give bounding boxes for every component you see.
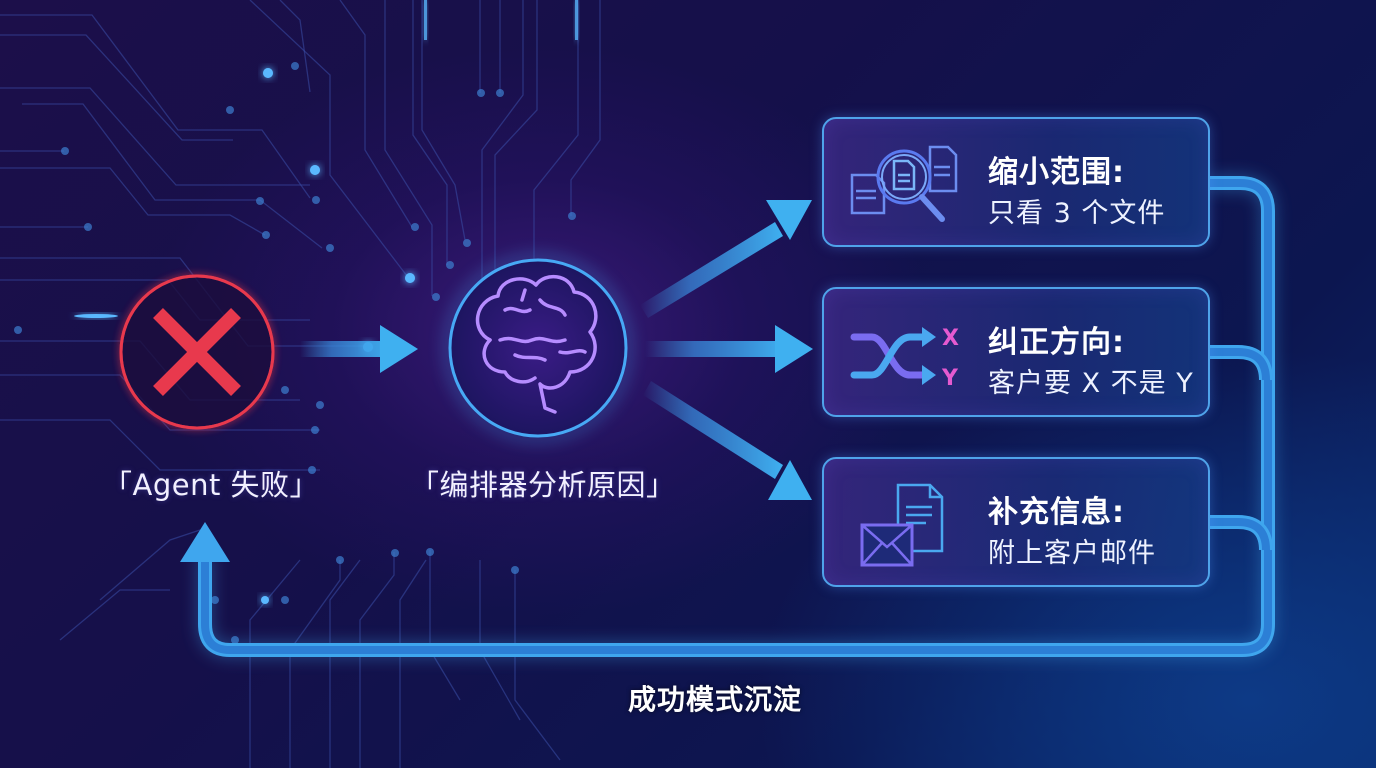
circuit-nodes [14, 62, 576, 644]
action-title: 纠正方向: [988, 325, 1125, 360]
orchestrator-analysis-label: 「编排器分析原因」 [410, 468, 676, 502]
circuit-traces [0, 0, 601, 768]
action-title: 补充信息: [988, 495, 1125, 530]
action-subtitle: 附上客户邮件 [988, 538, 1156, 569]
action-card-narrow-scope: 缩小范围: 只看 3 个文件 [822, 117, 1210, 247]
feedback-connector [197, 175, 1276, 658]
agent-failure-label: 「Agent 失败」 [103, 468, 320, 502]
svg-text:X: X [942, 326, 959, 351]
arrow-to-card-1 [640, 200, 812, 318]
svg-text:Y: Y [941, 366, 959, 391]
action-card-add-info: 补充信息: 附上客户邮件 [822, 457, 1210, 587]
action-subtitle: 只看 3 个文件 [988, 198, 1166, 229]
arrow-to-card-3 [643, 381, 812, 500]
arrow-to-card-2 [645, 325, 813, 373]
email-document-icon [860, 483, 944, 567]
feedback-loop-label: 成功模式沉淀 [628, 683, 803, 716]
action-card-correct-direction: X Y 纠正方向: 客户要 X 不是 Y [822, 287, 1210, 417]
brain-icon [445, 255, 631, 441]
action-title: 缩小范围: [988, 155, 1125, 190]
x-icon [119, 274, 275, 430]
document-search-icon [850, 145, 958, 222]
loop-arrowhead-icon [180, 522, 230, 562]
arrow-fail-to-analysis [300, 325, 418, 373]
shuffle-direction-icon: X Y [850, 326, 959, 391]
action-subtitle: 客户要 X 不是 Y [988, 368, 1194, 399]
